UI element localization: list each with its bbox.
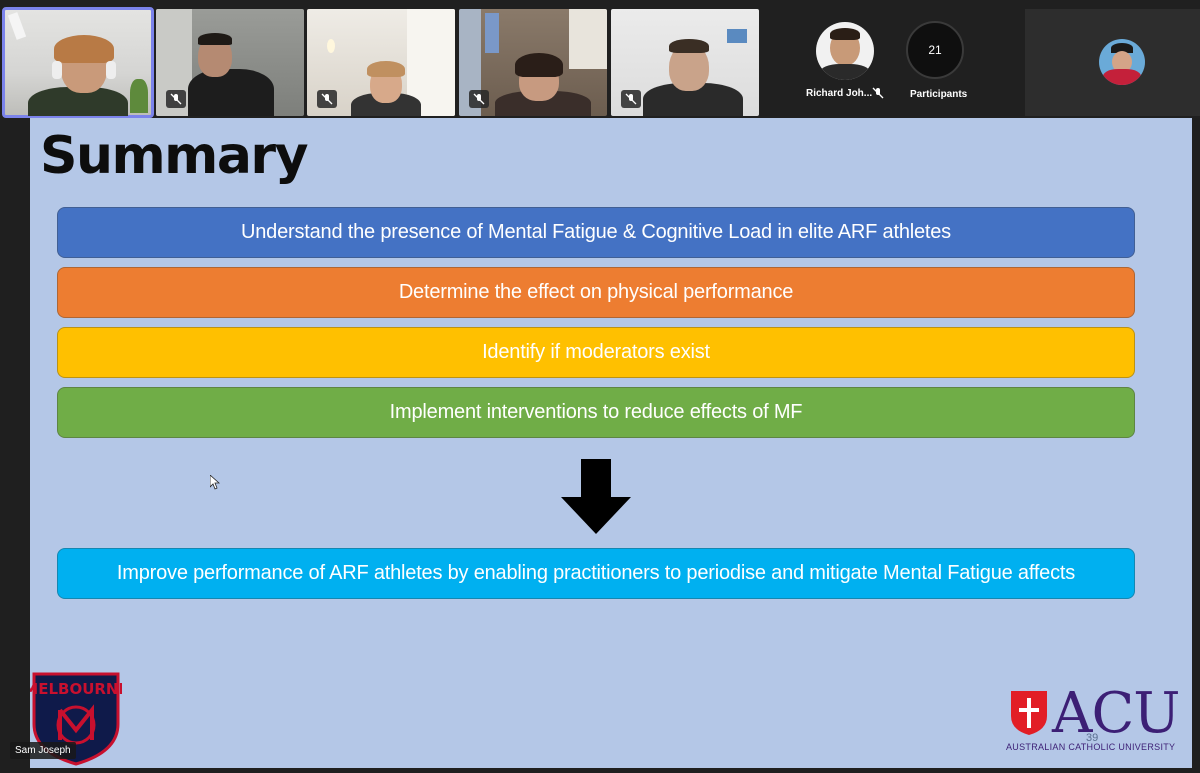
acu-shield-icon: [1011, 691, 1047, 735]
objective-bar-1: Understand the presence of Mental Fatigu…: [57, 207, 1135, 258]
acu-subtitle: AUSTRALIAN CATHOLIC UNIVERSITY: [1006, 742, 1176, 752]
acu-wordmark: ACU: [1052, 681, 1180, 746]
participants-label[interactable]: Participants: [910, 89, 968, 100]
video-tile-1[interactable]: [2, 7, 154, 118]
video-tile-4[interactable]: [459, 9, 607, 116]
presenter-name-tag: Sam Joseph: [10, 742, 76, 759]
result-bar: Improve performance of ARF athletes by e…: [57, 548, 1135, 599]
muted-mic-icon: [166, 90, 186, 108]
video-tile-3[interactable]: [307, 9, 455, 116]
video-tile-2[interactable]: [156, 9, 304, 116]
objective-bar-2: Determine the effect on physical perform…: [57, 267, 1135, 318]
melbourne-fc-logo: MELBOURNE: [30, 672, 122, 766]
self-avatar[interactable]: [1099, 39, 1145, 85]
muted-mic-icon: [317, 90, 337, 108]
featured-participant-avatar[interactable]: [816, 22, 874, 80]
muted-mic-icon: [621, 90, 641, 108]
svg-text:MELBOURNE: MELBOURNE: [30, 680, 122, 698]
self-view-panel: [1025, 9, 1200, 116]
featured-participant-name: Richard Joh...: [806, 88, 873, 99]
acu-logo: ACU AUSTRALIAN CATHOLIC UNIVERSITY: [1006, 686, 1186, 756]
video-gallery-strip: Richard Joh... 21 Participants: [0, 0, 1200, 118]
video-tile-5[interactable]: [611, 9, 759, 116]
objective-bar-4: Implement interventions to reduce effect…: [57, 387, 1135, 438]
muted-mic-icon: [469, 90, 489, 108]
slide-page-number: 39: [1086, 732, 1099, 744]
down-arrow-icon: [561, 459, 631, 534]
mouse-cursor-icon: [210, 475, 220, 490]
participant-count[interactable]: 21: [906, 21, 964, 79]
shared-slide: Summary Understand the presence of Menta…: [30, 118, 1192, 768]
muted-mic-icon: [872, 86, 884, 99]
objective-bar-3: Identify if moderators exist: [57, 327, 1135, 378]
slide-title: Summary: [40, 126, 308, 186]
